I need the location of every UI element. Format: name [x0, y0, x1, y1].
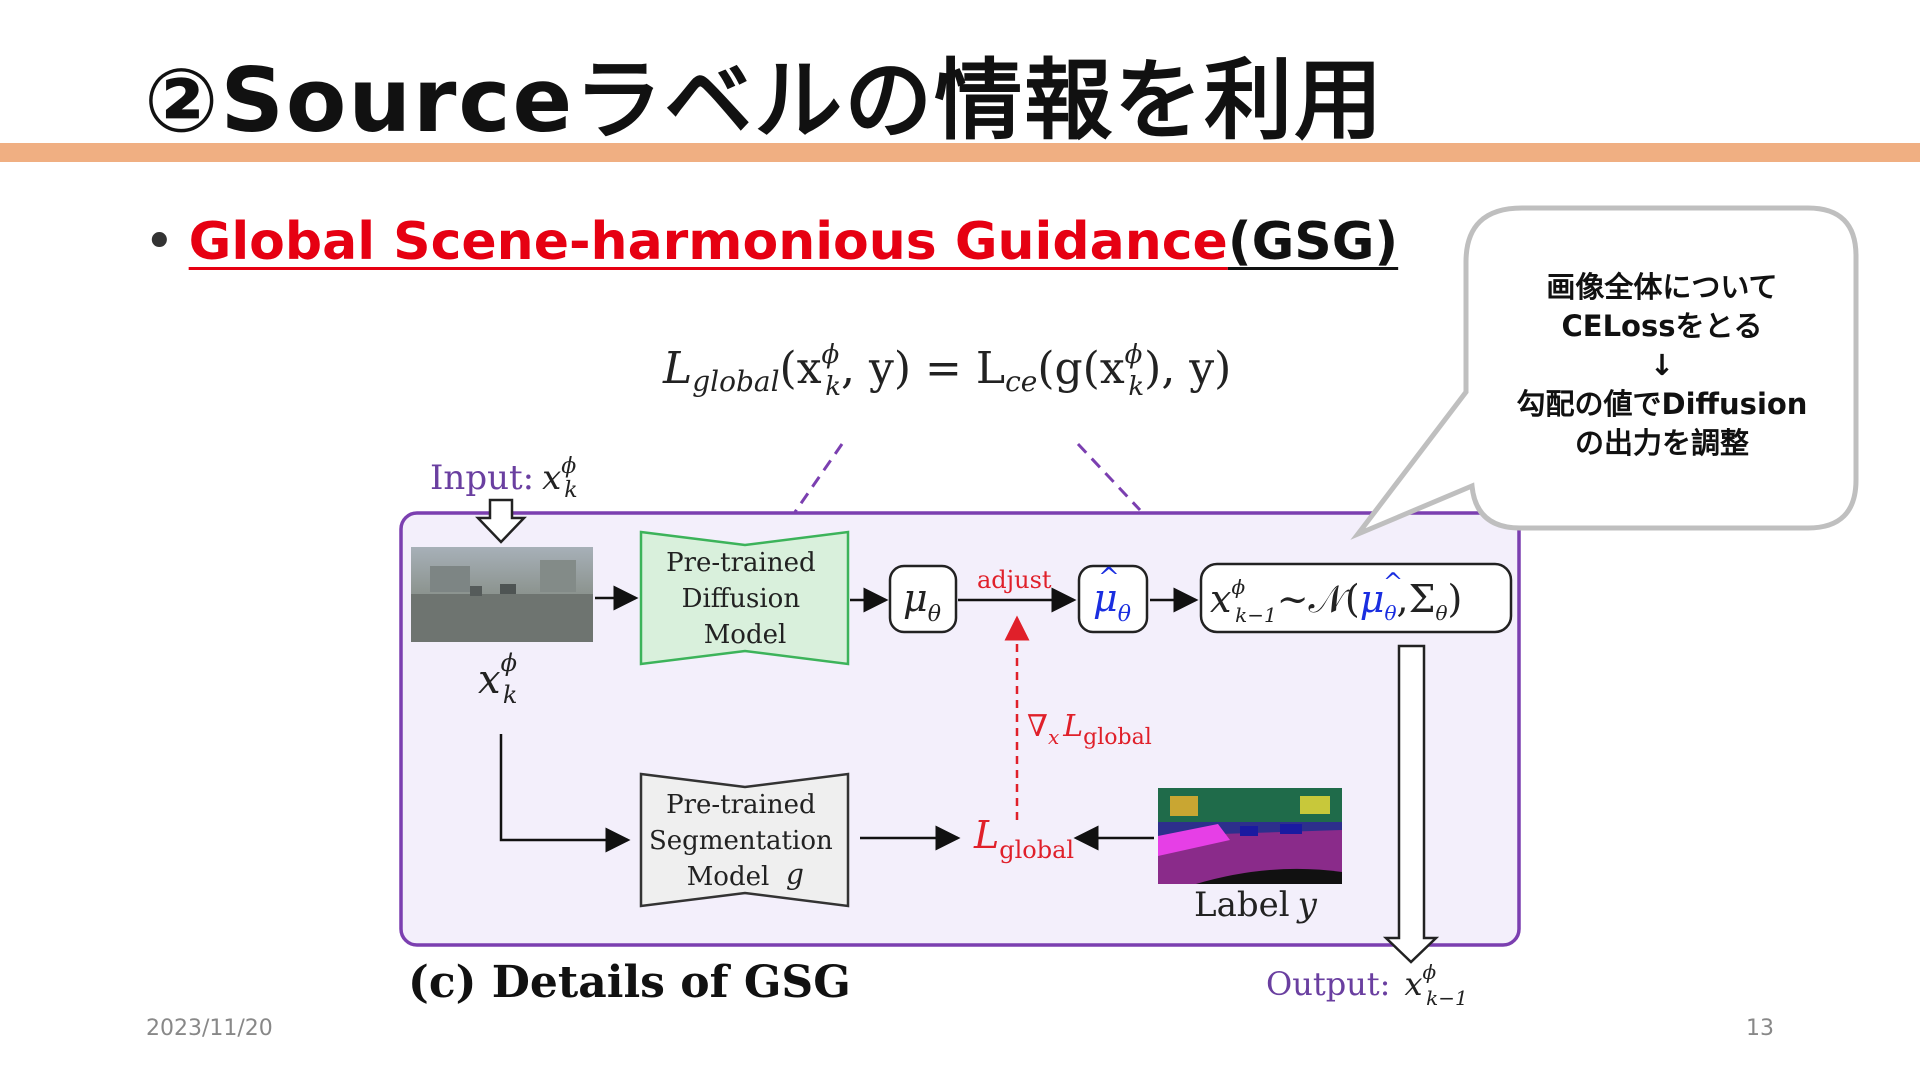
callout-line-2: CELossをとる — [1480, 307, 1844, 346]
gradient-L-sub: global — [1083, 725, 1152, 750]
sample-close: ) — [1448, 577, 1463, 621]
input-var-sup: ϕ — [561, 454, 576, 479]
output-var-sup: ϕ — [1422, 960, 1436, 984]
input-label-text: Input: — [430, 458, 534, 498]
sample-dist: ~𝒩( — [1277, 577, 1360, 621]
formula-sup-2: ϕ — [1125, 340, 1143, 370]
noisy-input-image — [411, 547, 593, 642]
gradient-sub: x — [1048, 725, 1059, 749]
mu-hat-sub: θ — [1118, 602, 1131, 627]
noisy-var: x — [478, 657, 501, 703]
callout-line-1: 画像全体について — [1480, 268, 1844, 307]
input-var-sub: k — [564, 478, 577, 503]
formula-sub-2: k — [1128, 372, 1144, 402]
footer-date: 2023/11/20 — [146, 1016, 273, 1041]
formula-connector-left — [795, 444, 842, 512]
noisy-var-sup: ϕ — [501, 649, 517, 677]
segmentation-label-image — [1158, 788, 1342, 884]
callout-line-5: の出力を調整 — [1480, 424, 1844, 463]
segmentation-line-1: Pre-trained — [666, 790, 816, 820]
input-var: x — [542, 458, 561, 498]
formula-args: (x — [780, 343, 822, 394]
sample-sub: k−1 — [1235, 603, 1277, 627]
sample-mu-caret: ^ — [1383, 568, 1403, 596]
output-var: x — [1404, 965, 1422, 1003]
figure-caption: (c) Details of GSG — [408, 957, 851, 1008]
loss-L: L — [973, 813, 999, 857]
gradient-L: L — [1062, 709, 1083, 744]
mu-hat-caret: ^ — [1098, 563, 1120, 593]
diffusion-line-2: Diffusion — [682, 584, 801, 614]
sample-sigma-sub: θ — [1435, 601, 1447, 625]
formula-end: ), y) — [1144, 343, 1231, 394]
formula-connector-right — [1078, 444, 1140, 510]
label-text: Label — [1194, 885, 1290, 925]
callout-line-4: 勾配の値でDiffusion — [1480, 385, 1844, 424]
formula-sub: k — [825, 372, 841, 402]
noisy-var-sub: k — [503, 681, 518, 709]
sample-mu-sub: θ — [1384, 601, 1396, 625]
mu-char: μ — [903, 576, 928, 620]
label-var: y — [1296, 885, 1318, 925]
callout-text: 画像全体について CELossをとる ↓ 勾配の値でDiffusion の出力を… — [1480, 268, 1844, 463]
diffusion-line-1: Pre-trained — [666, 548, 816, 578]
output-label-text: Output: — [1266, 965, 1390, 1003]
sample-sup: ϕ — [1231, 575, 1245, 599]
sample-mu: μ — [1360, 577, 1385, 621]
adjust-label: adjust — [977, 566, 1052, 594]
formula-rhs: (g(x — [1037, 343, 1124, 394]
formula-mid: , y) = L — [841, 343, 1005, 394]
mu-sub: θ — [928, 602, 941, 627]
loss-sub: global — [999, 836, 1074, 864]
formula-sup: ϕ — [822, 340, 840, 370]
callout-line-3: ↓ — [1480, 346, 1844, 385]
gradient-nabla: ∇ — [1027, 709, 1048, 744]
output-var-sub: k−1 — [1426, 986, 1468, 1010]
formula-lhs-sub: global — [692, 365, 779, 398]
formula-lhs: L — [662, 343, 692, 394]
segmentation-line-2: Segmentation — [649, 826, 833, 856]
segmentation-line-3: Model — [687, 862, 770, 892]
segmentation-var: g — [786, 858, 804, 891]
page-number: 13 — [1746, 1016, 1774, 1041]
formula-ce-sub: ce — [1005, 365, 1037, 398]
diffusion-line-3: Model — [704, 620, 787, 650]
sample-x: x — [1210, 577, 1231, 621]
